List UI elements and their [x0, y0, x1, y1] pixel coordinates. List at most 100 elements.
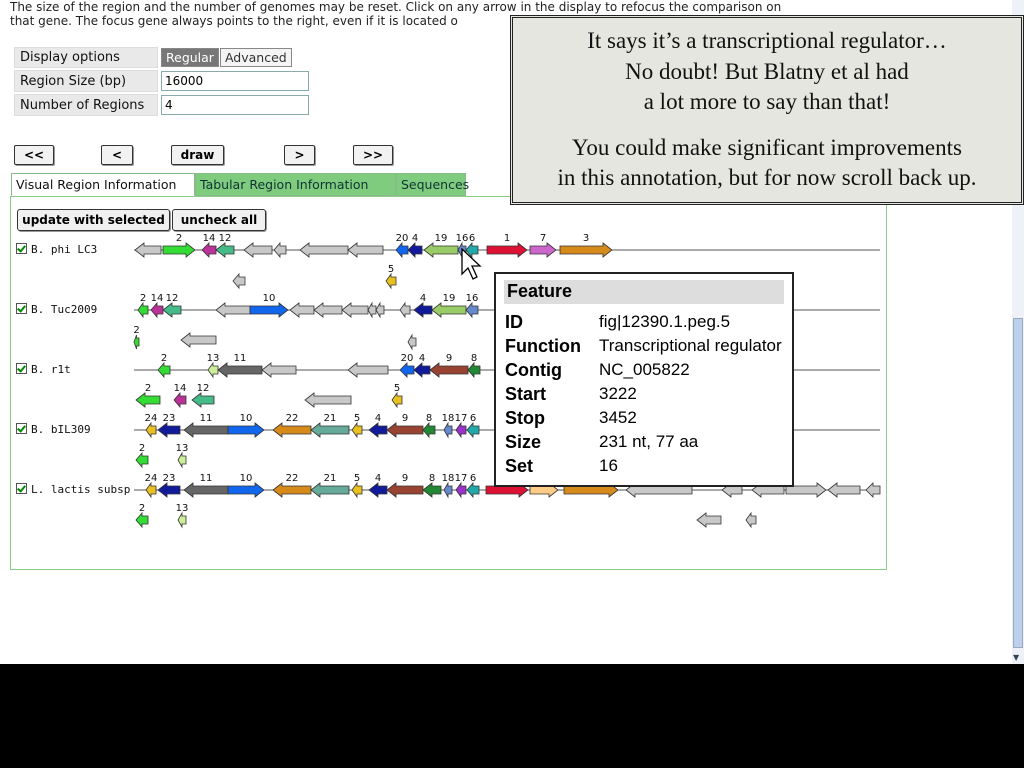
gene-arrow[interactable]: [150, 301, 164, 319]
gene-arrow[interactable]: [399, 301, 411, 319]
gene-arrow[interactable]: [177, 451, 187, 469]
gene-arrow[interactable]: [407, 333, 417, 351]
organism-row[interactable]: B. r1t: [16, 363, 71, 376]
gene-arrow[interactable]: [135, 451, 149, 469]
gene-arrow[interactable]: [137, 301, 149, 319]
gene-arrow[interactable]: [243, 242, 273, 258]
gene-arrow[interactable]: [227, 482, 265, 498]
gene-arrow[interactable]: [443, 421, 453, 439]
organism-row[interactable]: B. bIL309: [16, 423, 91, 436]
gene-arrow[interactable]: [367, 301, 377, 319]
scroll-down-icon[interactable]: ▼: [1013, 653, 1020, 662]
gene-arrow[interactable]: [351, 421, 363, 439]
gene-arrow[interactable]: [529, 242, 557, 258]
advanced-toggle[interactable]: Advanced: [219, 48, 292, 67]
gene-arrow[interactable]: [215, 302, 251, 318]
prev-button[interactable]: <: [101, 145, 133, 165]
gene-arrow[interactable]: [135, 511, 149, 529]
gene-arrow[interactable]: [745, 511, 757, 529]
gene-arrow[interactable]: [559, 242, 613, 258]
gene-arrow[interactable]: [215, 242, 235, 258]
tab-sequences[interactable]: Sequences: [396, 173, 469, 196]
num-regions-input[interactable]: [161, 95, 309, 115]
gene-arrow[interactable]: [399, 362, 415, 378]
gene-arrow[interactable]: [465, 301, 479, 319]
next-button[interactable]: >: [284, 145, 315, 165]
gene-arrow[interactable]: [375, 301, 385, 319]
gene-arrow[interactable]: [310, 422, 350, 438]
gene-arrow[interactable]: [272, 482, 312, 498]
gene-arrow[interactable]: [431, 302, 467, 318]
gene-arrow[interactable]: [180, 332, 217, 348]
gene-arrow[interactable]: [455, 481, 467, 499]
gene-arrow[interactable]: [385, 272, 397, 290]
gene-arrow[interactable]: [865, 482, 881, 498]
checkbox[interactable]: [16, 303, 27, 314]
gene-arrow[interactable]: [162, 242, 196, 258]
gene-arrow[interactable]: [299, 242, 349, 258]
gene-arrow[interactable]: [785, 482, 827, 498]
gene-arrow[interactable]: [177, 511, 187, 529]
gene-arrow[interactable]: [145, 481, 157, 499]
gene-arrow[interactable]: [249, 302, 289, 318]
gene-arrow[interactable]: [201, 242, 217, 258]
gene-arrow[interactable]: [134, 242, 162, 258]
gene-arrow[interactable]: [272, 422, 312, 438]
gene-arrow[interactable]: [313, 302, 343, 318]
gene-arrow[interactable]: [465, 241, 479, 259]
gene-arrow[interactable]: [467, 361, 481, 379]
gene-arrow[interactable]: [227, 422, 265, 438]
gene-arrow[interactable]: [135, 392, 161, 408]
gene-arrow[interactable]: [207, 361, 219, 379]
gene-arrow[interactable]: [289, 302, 315, 318]
checkbox[interactable]: [16, 363, 27, 374]
last-button[interactable]: >>: [353, 145, 393, 165]
gene-arrow[interactable]: [133, 334, 140, 350]
gene-arrow[interactable]: [273, 241, 287, 259]
checkbox[interactable]: [16, 243, 27, 254]
gene-arrow[interactable]: [696, 512, 722, 528]
gene-arrow[interactable]: [304, 392, 352, 408]
tab-tabular-region[interactable]: Tabular Region Information: [195, 173, 396, 196]
gene-arrow[interactable]: [391, 391, 403, 409]
gene-arrow[interactable]: [395, 241, 409, 259]
gene-arrow[interactable]: [443, 481, 453, 499]
first-button[interactable]: <<: [14, 145, 54, 165]
gene-arrow[interactable]: [183, 422, 229, 438]
gene-arrow[interactable]: [191, 392, 215, 408]
gene-arrow[interactable]: [145, 421, 157, 439]
gene-arrow[interactable]: [351, 481, 363, 499]
draw-button[interactable]: draw: [171, 145, 224, 165]
gene-arrow[interactable]: [157, 482, 181, 498]
gene-arrow[interactable]: [232, 272, 246, 290]
gene-arrow[interactable]: [310, 482, 350, 498]
gene-arrow[interactable]: [261, 362, 297, 378]
gene-arrow[interactable]: [407, 242, 423, 258]
update-with-selected-button[interactable]: update with selected: [17, 209, 170, 231]
tab-visual-region[interactable]: Visual Region Information: [11, 173, 195, 196]
regular-toggle[interactable]: Regular: [161, 48, 219, 67]
gene-arrow[interactable]: [827, 482, 861, 498]
gene-arrow[interactable]: [423, 242, 459, 258]
checkbox[interactable]: [16, 483, 27, 494]
gene-arrow[interactable]: [341, 302, 369, 318]
gene-arrow[interactable]: [162, 302, 182, 318]
gene-arrow[interactable]: [347, 362, 389, 378]
gene-arrow[interactable]: [422, 482, 442, 498]
gene-arrow[interactable]: [368, 422, 388, 438]
gene-arrow[interactable]: [157, 361, 171, 379]
gene-arrow[interactable]: [217, 362, 263, 378]
checkbox[interactable]: [16, 423, 27, 434]
gene-arrow[interactable]: [173, 391, 187, 409]
gene-arrow[interactable]: [422, 421, 436, 439]
gene-arrow[interactable]: [466, 481, 480, 499]
uncheck-all-button[interactable]: uncheck all: [172, 209, 266, 231]
gene-arrow[interactable]: [183, 482, 229, 498]
gene-arrow[interactable]: [466, 421, 480, 439]
scrollbar-thumb[interactable]: [1013, 318, 1023, 648]
region-size-input[interactable]: [161, 71, 309, 91]
organism-row[interactable]: B. phi LC3: [16, 243, 97, 256]
gene-arrow[interactable]: [368, 482, 388, 498]
gene-arrow[interactable]: [386, 422, 424, 438]
gene-arrow[interactable]: [386, 482, 424, 498]
